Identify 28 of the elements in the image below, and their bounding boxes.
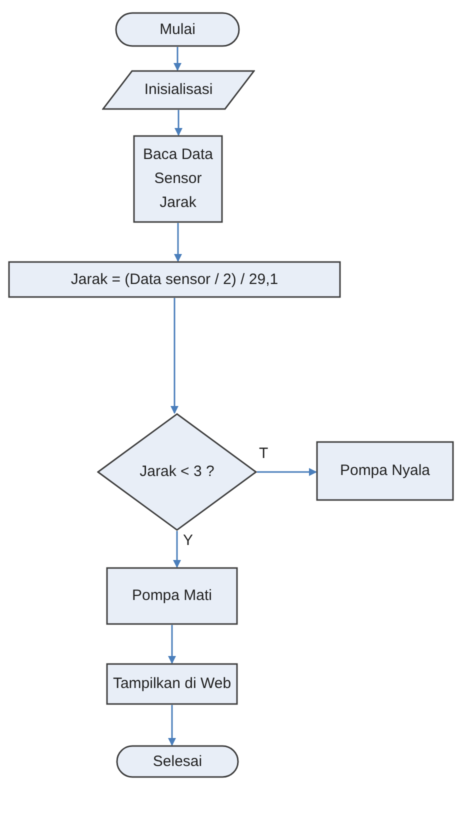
arrow xyxy=(168,705,176,746)
node-label: Mulai xyxy=(160,20,196,40)
terminator xyxy=(115,12,240,47)
node-label: Tampilkan di Web xyxy=(112,674,232,694)
node-label: Jarak = (Data sensor / 2) / 29,1 xyxy=(70,270,278,290)
arrow xyxy=(168,625,176,664)
arrow xyxy=(174,47,182,71)
arrow xyxy=(257,468,317,476)
node-label: Baca Data Sensor Jarak xyxy=(142,145,214,213)
node-label: Pompa Nyala xyxy=(340,461,430,481)
arrow xyxy=(170,298,178,414)
process-box xyxy=(133,135,223,223)
arrow xyxy=(174,223,182,262)
input-output-parallelogram xyxy=(102,70,255,110)
edge-label: Y xyxy=(183,533,194,548)
decision-diamond xyxy=(97,413,257,531)
process-box xyxy=(8,261,341,298)
node-label: Selesai xyxy=(152,752,202,772)
process-box xyxy=(106,567,238,625)
node-label: Pompa Mati xyxy=(132,586,212,606)
node-label: Jarak < 3 ? xyxy=(140,462,214,482)
edge-label: T xyxy=(259,446,268,461)
terminator xyxy=(116,745,239,778)
arrow xyxy=(174,110,182,136)
process-box xyxy=(316,441,454,501)
arrow xyxy=(173,531,181,568)
node-label: Inisialisasi xyxy=(144,80,213,100)
process-box xyxy=(106,663,238,705)
